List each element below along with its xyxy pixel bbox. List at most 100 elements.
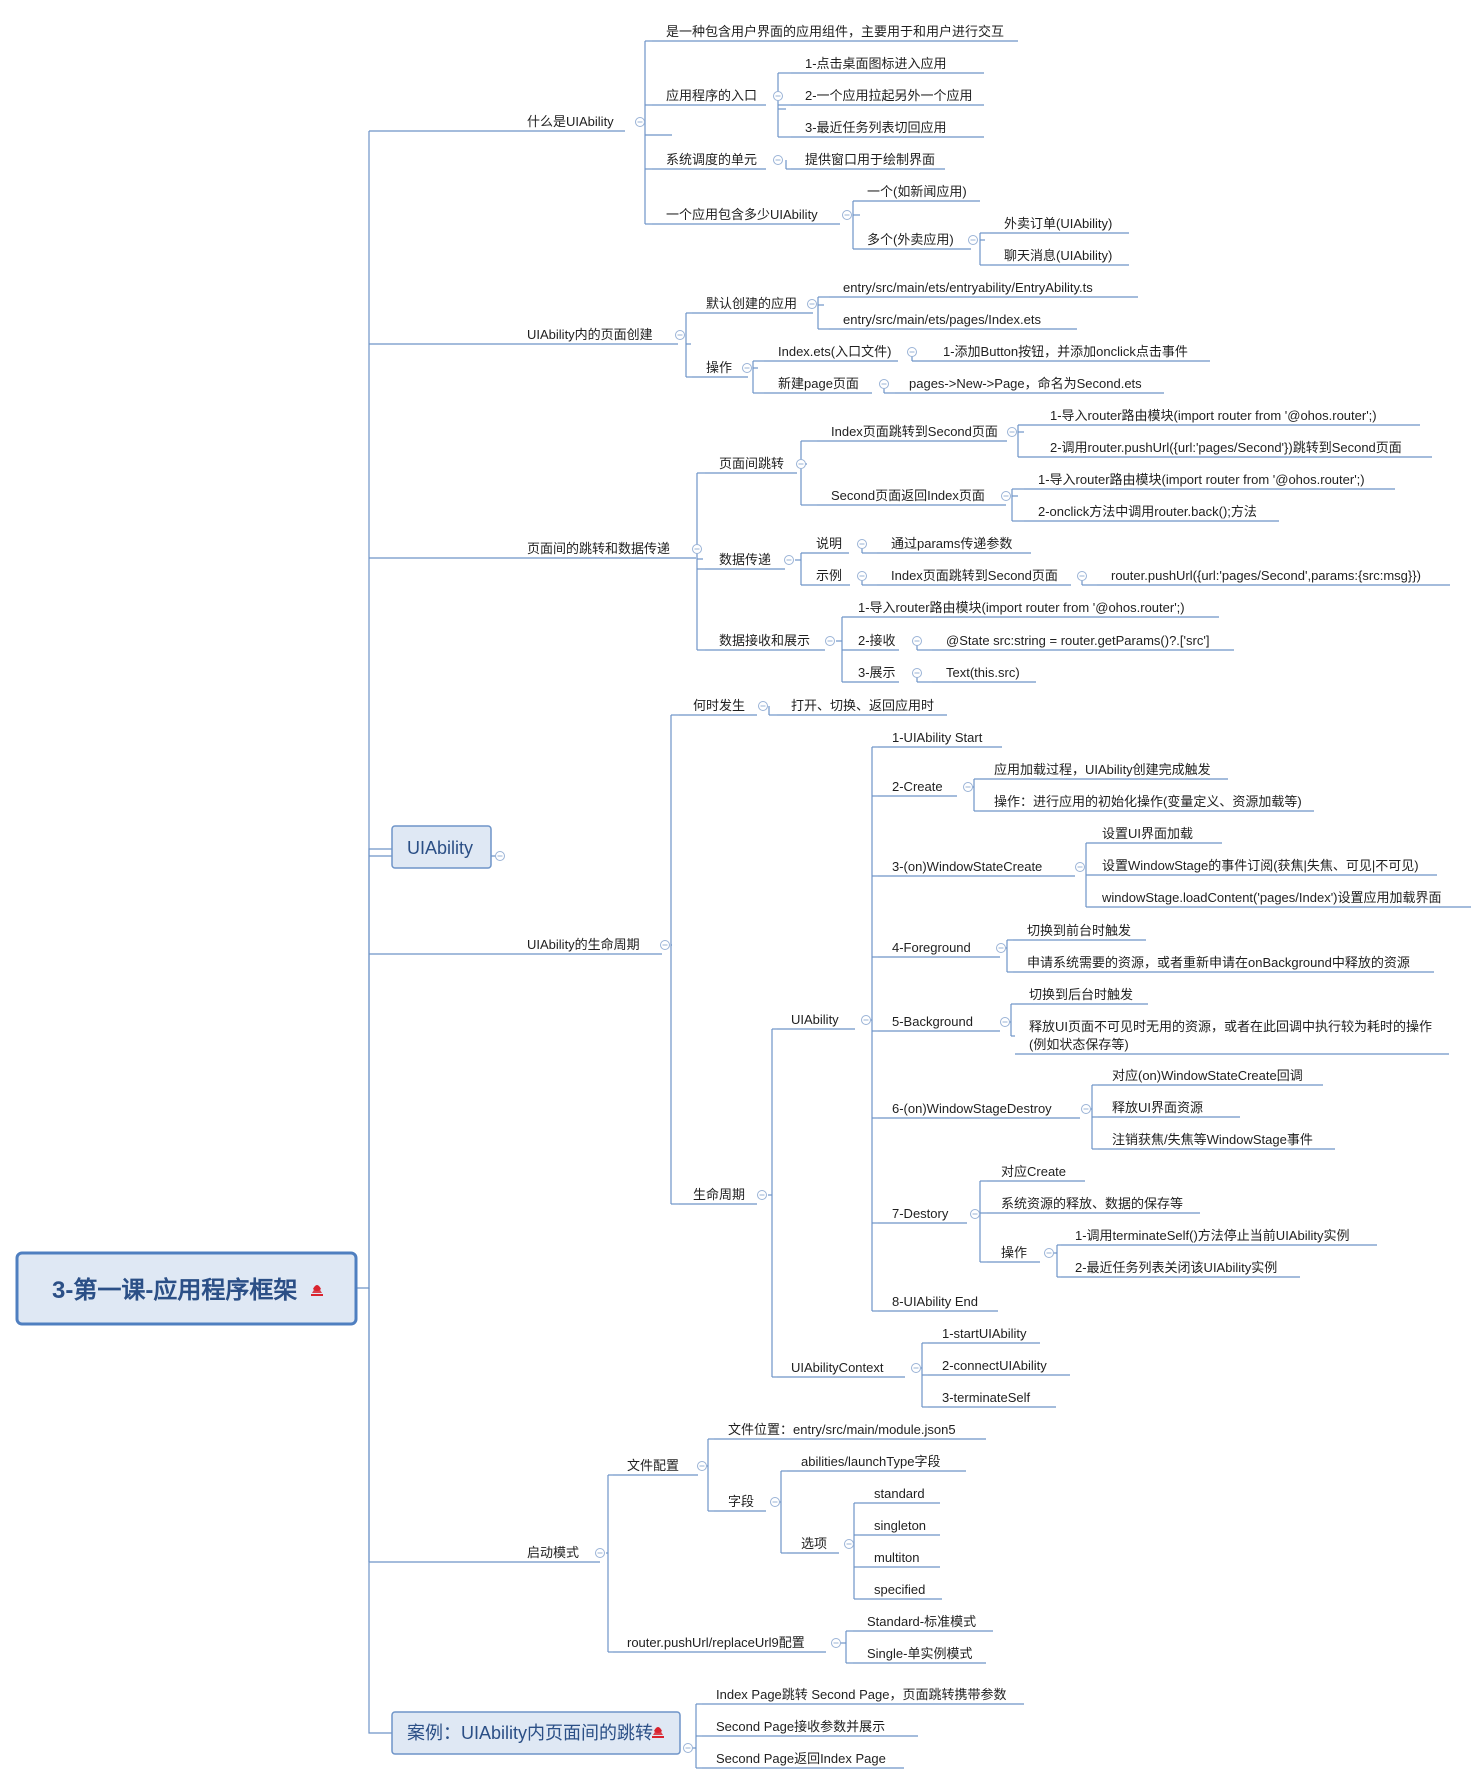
topic-g3[interactable]: 应用加载过程，UIAbility创建完成触发 [980, 762, 1228, 780]
topic-g10[interactable]: 切换到前台时触发 [1013, 923, 1146, 941]
topic-g8[interactable]: windowStage.loadContent('pages/Index')设置… [1088, 890, 1471, 908]
topic-j2[interactable]: Second Page接收参数并展示 [702, 1719, 918, 1737]
topic-a2[interactable]: UIAbility内的页面创建 [513, 327, 678, 345]
topic-h1[interactable]: 1-startUIAbility [928, 1326, 1040, 1344]
topic-g24[interactable]: 2-最近任务列表关闭该UIAbility实例 [1061, 1260, 1300, 1278]
collapse-toggle-icon[interactable] [692, 544, 702, 554]
collapse-toggle-icon[interactable] [912, 668, 922, 678]
collapse-toggle-icon[interactable] [996, 943, 1006, 953]
topic-e16[interactable]: 2-接收 [844, 633, 899, 651]
collapse-toggle-icon[interactable] [857, 571, 867, 581]
topic-c5[interactable]: 一个(如新闻应用) [853, 184, 980, 202]
topic-g6[interactable]: 设置UI界面加载 [1088, 826, 1222, 844]
topic-c1[interactable]: 1-点击桌面图标进入应用 [791, 56, 984, 74]
collapse-toggle-icon[interactable] [831, 1638, 841, 1648]
topic-c2[interactable]: 2-一个应用拉起另外一个应用 [791, 88, 984, 106]
collapse-toggle-icon[interactable] [1077, 571, 1087, 581]
topic-g21[interactable]: 系统资源的释放、数据的保存等 [987, 1196, 1200, 1214]
collapse-toggle-icon[interactable] [697, 1461, 707, 1471]
topic-g13[interactable]: 切换到后台时触发 [1015, 987, 1148, 1005]
topic-e5[interactable]: Second页面返回Index页面 [817, 488, 1006, 506]
topic-e10[interactable]: 说明 [802, 536, 849, 554]
collapse-toggle-icon[interactable] [842, 210, 852, 220]
collapse-toggle-icon[interactable] [1044, 1248, 1054, 1258]
topic-e12[interactable]: 通过params传递参数 [877, 536, 1031, 554]
topic-g18[interactable]: 注销获焦/失焦等WindowStage事件 [1098, 1132, 1335, 1150]
topic-d8[interactable]: pages->New->Page，命名为Second.ets [895, 376, 1164, 394]
collapse-toggle-icon[interactable] [784, 555, 794, 565]
topic-g2[interactable]: 2-Create [878, 779, 957, 797]
topic-d5[interactable]: Index.ets(入口文件) [764, 344, 898, 362]
topic-e17[interactable]: 3-展示 [844, 665, 899, 683]
collapse-toggle-icon[interactable] [495, 851, 505, 861]
topic-i5[interactable]: abilities/launchType字段 [787, 1454, 966, 1472]
collapse-toggle-icon[interactable] [770, 1497, 780, 1507]
collapse-toggle-icon[interactable] [742, 363, 752, 373]
collapse-toggle-icon[interactable] [758, 701, 768, 711]
topic-i8[interactable]: singleton [860, 1518, 940, 1536]
topic-g19[interactable]: 7-Destory [878, 1206, 967, 1224]
collapse-toggle-icon[interactable] [683, 1743, 693, 1753]
topic-a4[interactable]: UIAbility的生命周期 [513, 937, 662, 955]
topic-c8[interactable]: 聊天消息(UIAbility) [990, 248, 1129, 266]
topic-f3[interactable]: 生命周期 [679, 1187, 757, 1205]
topic-f1[interactable]: 何时发生 [679, 698, 757, 716]
topic-g20[interactable]: 对应Create [987, 1164, 1085, 1182]
topic-i11[interactable]: Standard-标准模式 [853, 1614, 993, 1632]
topic-i3[interactable]: 文件位置：entry/src/main/module.json5 [714, 1422, 986, 1440]
topic-e7[interactable]: 2-调用router.pushUrl({url:'pages/Second'})… [1036, 440, 1432, 458]
collapse-toggle-icon[interactable] [773, 91, 783, 101]
collapse-toggle-icon[interactable] [1081, 1104, 1091, 1114]
topic-g15[interactable]: 6-(on)WindowStageDestroy [878, 1101, 1080, 1119]
topic-i9[interactable]: multiton [860, 1550, 940, 1568]
topic-c7[interactable]: 外卖订单(UIAbility) [990, 216, 1129, 234]
collapse-toggle-icon[interactable] [907, 347, 917, 357]
topic-e15[interactable]: 1-导入router路由模块(import router from '@ohos… [844, 600, 1219, 618]
topic-e14[interactable]: router.pushUrl({url:'pages/Second',param… [1097, 568, 1450, 586]
topic-j1[interactable]: Index Page跳转 Second Page，页面跳转携带参数 [702, 1687, 1024, 1705]
topic-d6[interactable]: 新建page页面 [764, 376, 872, 394]
topic-e8[interactable]: 1-导入router路由模块(import router from '@ohos… [1024, 472, 1395, 490]
topic-uiability[interactable]: UIAbility [391, 825, 492, 869]
collapse-toggle-icon[interactable] [773, 155, 783, 165]
topic-g25[interactable]: 8-UIAbility End [878, 1294, 998, 1312]
topic-d4[interactable]: entry/src/main/ets/pages/Index.ets [829, 312, 1077, 330]
topic-i12[interactable]: Single-单实例模式 [853, 1646, 986, 1664]
topic-e13[interactable]: Index页面跳转到Second页面 [877, 568, 1071, 586]
topic-f2[interactable]: 打开、切换、返回应用时 [777, 698, 947, 716]
topic-b3[interactable]: 系统调度的单元 [652, 152, 766, 170]
root-topic[interactable]: 3-第一课-应用程序框架 [15, 1251, 358, 1326]
topic-e2[interactable]: 数据传递 [705, 552, 785, 570]
topic-h3[interactable]: 3-terminateSelf [928, 1390, 1056, 1408]
collapse-toggle-icon[interactable] [968, 235, 978, 245]
topic-b1[interactable]: 是一种包含用户界面的应用组件，主要用于和用户进行交互 [652, 24, 1018, 42]
collapse-toggle-icon[interactable] [970, 1209, 980, 1219]
collapse-toggle-icon[interactable] [879, 379, 889, 389]
topic-e3[interactable]: 数据接收和展示 [705, 633, 825, 651]
collapse-toggle-icon[interactable] [861, 1015, 871, 1025]
topic-g16[interactable]: 对应(on)WindowStateCreate回调 [1098, 1068, 1323, 1086]
topic-d2[interactable]: 操作 [692, 360, 748, 378]
collapse-toggle-icon[interactable] [911, 1363, 921, 1373]
topic-f5[interactable]: UIAbilityContext [777, 1360, 905, 1378]
collapse-toggle-icon[interactable] [1075, 862, 1085, 872]
topic-e6[interactable]: 1-导入router路由模块(import router from '@ohos… [1036, 408, 1420, 426]
topic-g1[interactable]: 1-UIAbility Start [878, 730, 1002, 748]
topic-g7[interactable]: 设置WindowStage的事件订阅(获焦|失焦、可见|不可见) [1088, 858, 1437, 876]
topic-i1[interactable]: 文件配置 [613, 1458, 698, 1476]
topic-g9[interactable]: 4-Foreground [878, 940, 1000, 958]
topic-a5[interactable]: 启动模式 [513, 1545, 600, 1563]
collapse-toggle-icon[interactable] [660, 940, 670, 950]
collapse-toggle-icon[interactable] [1007, 427, 1017, 437]
topic-i2[interactable]: router.pushUrl/replaceUrl9配置 [613, 1635, 826, 1653]
topic-e11[interactable]: 示例 [802, 568, 850, 586]
topic-i6[interactable]: 选项 [787, 1536, 839, 1554]
collapse-toggle-icon[interactable] [595, 1548, 605, 1558]
topic-g5[interactable]: 3-(on)WindowStateCreate [878, 859, 1075, 877]
topic-d3[interactable]: entry/src/main/ets/entryability/EntryAbi… [829, 280, 1138, 298]
collapse-toggle-icon[interactable] [1001, 491, 1011, 501]
collapse-toggle-icon[interactable] [635, 117, 645, 127]
topic-e19[interactable]: Text(this.src) [932, 665, 1036, 683]
collapse-toggle-icon[interactable] [912, 636, 922, 646]
topic-d7[interactable]: 1-添加Button按钮，并添加onclick点击事件 [929, 344, 1210, 362]
